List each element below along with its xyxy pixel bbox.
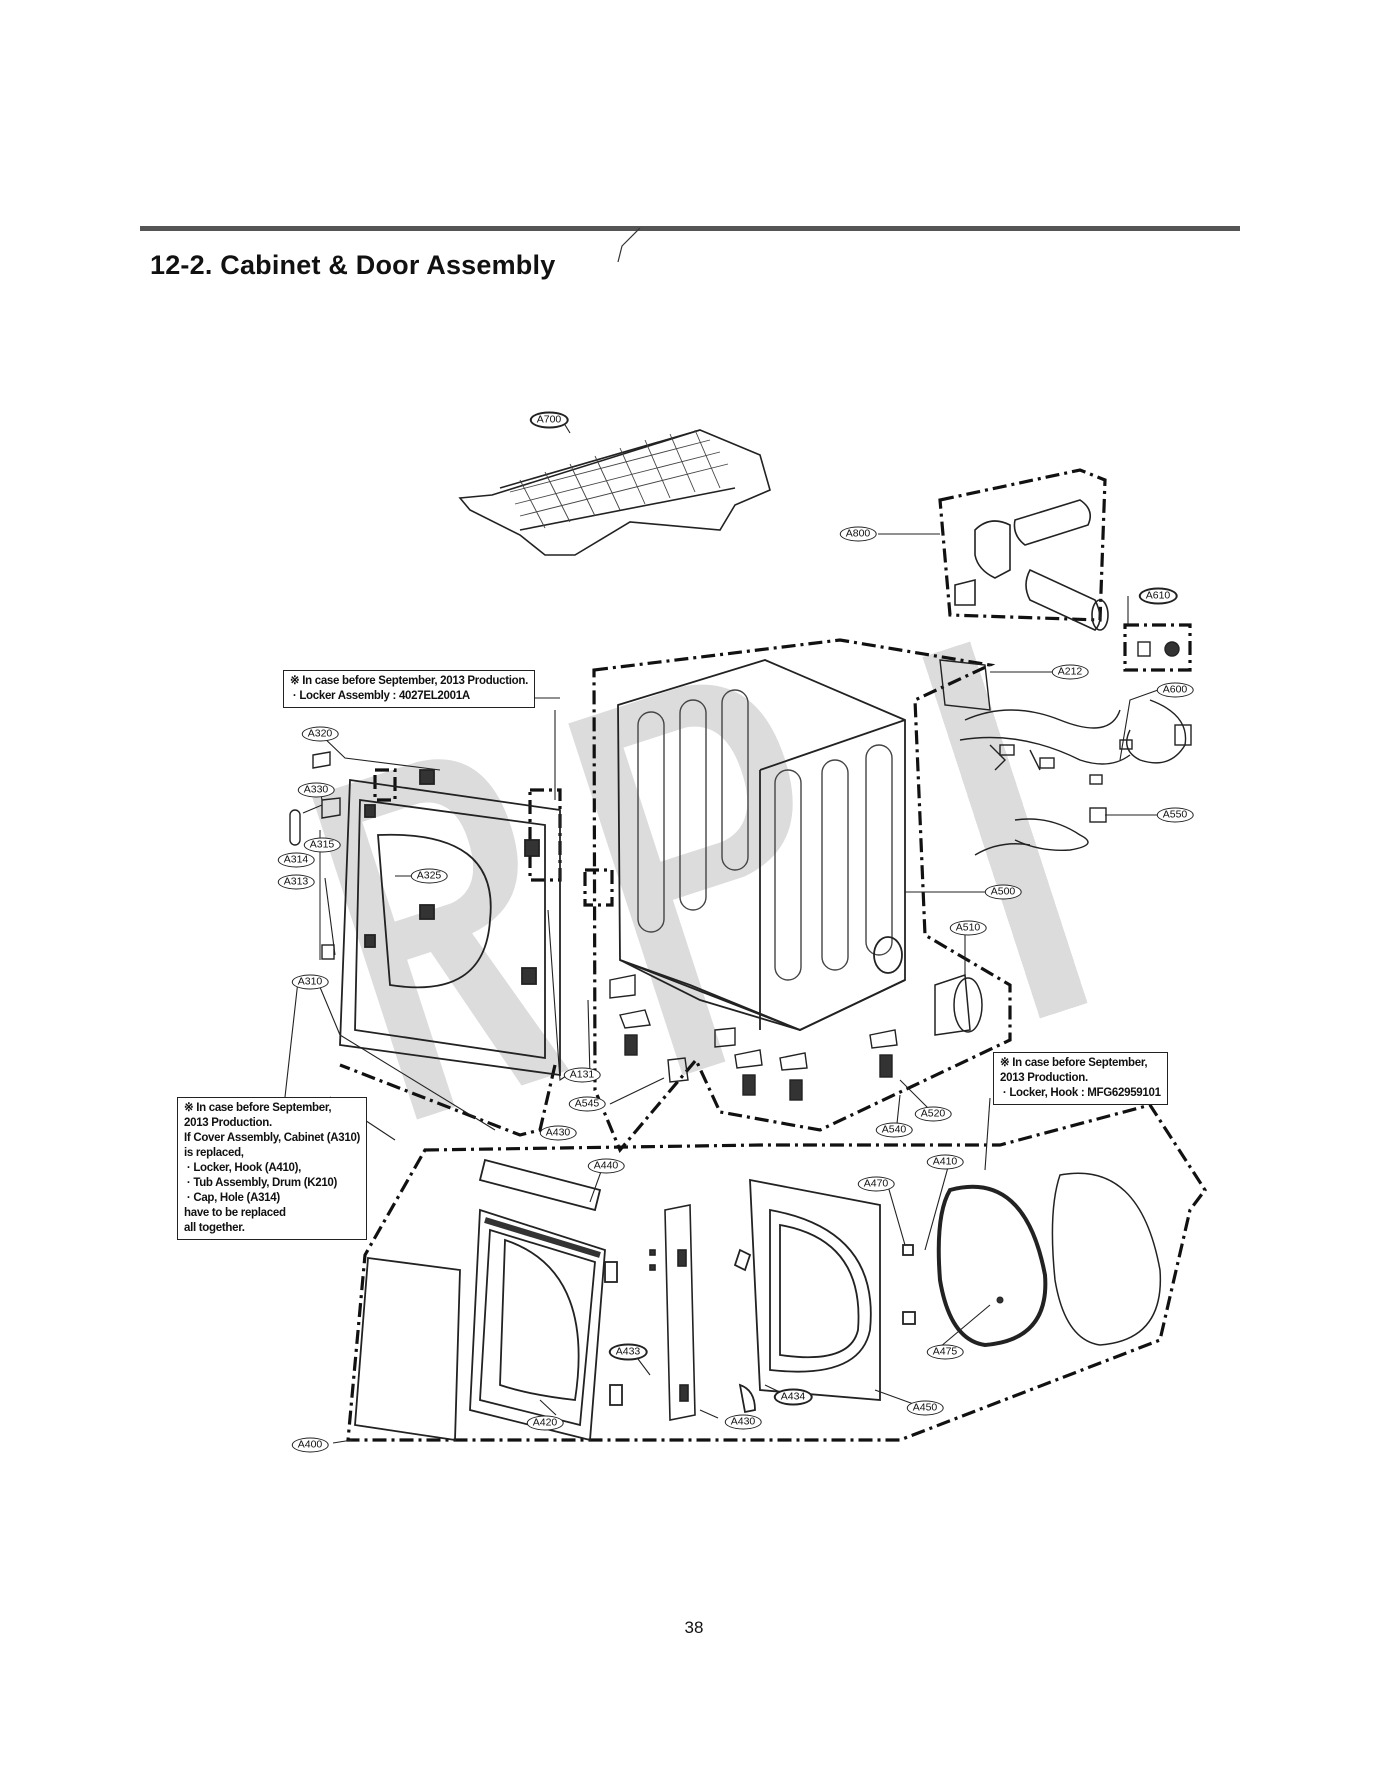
top-cover-part: [458, 429, 771, 556]
a325-group-outline: [373, 768, 397, 802]
wire-harness-parts: [939, 659, 1192, 856]
note-locker-assembly: ※ In case before September, 2013 Product…: [283, 670, 536, 708]
callout-a430-bottom: A430: [724, 1414, 762, 1430]
duct-group-outline: [938, 468, 1107, 622]
front-panel-lower-outline: [339, 1063, 557, 1137]
callout-a510: A510: [949, 920, 987, 936]
callout-a800: A800: [839, 526, 877, 542]
callout-a320: A320: [301, 726, 339, 742]
callout-a433: A433: [608, 1343, 648, 1361]
callout-a545: A545: [568, 1096, 606, 1112]
callout-a550: A550: [1156, 807, 1194, 823]
door-gasket-part: [936, 1172, 1162, 1348]
front-panel-small-parts: [289, 751, 341, 960]
page-title: 12-2. Cabinet & Door Assembly: [150, 250, 556, 280]
callout-a434: A434: [773, 1388, 813, 1406]
callout-a440: A440: [587, 1158, 625, 1174]
cabinet-group-outline: [592, 638, 1012, 1154]
callout-a700: A700: [529, 411, 569, 429]
callout-a420: A420: [526, 1415, 564, 1431]
callout-a520: A520: [914, 1106, 952, 1122]
callout-a310: A310: [291, 974, 329, 990]
callout-a325: A325: [410, 868, 448, 884]
callout-a450: A450: [906, 1400, 944, 1416]
callout-a610: A610: [1138, 587, 1178, 605]
cabinet-body-part: [617, 659, 906, 1031]
door-front-parts: [354, 1158, 623, 1442]
a131-group-outline: [583, 868, 614, 907]
a610-parts: [1137, 641, 1180, 657]
callout-a212: A212: [1051, 664, 1089, 680]
header-rule: [140, 226, 1240, 231]
note-locker-hook: ※ In case before September, 2013 Product…: [993, 1052, 1168, 1105]
callout-a500: A500: [984, 884, 1022, 900]
callout-a131: A131: [563, 1067, 601, 1083]
callout-a475: A475: [926, 1344, 964, 1360]
leveling-feet-parts: [609, 974, 898, 1101]
door-group-outline: [346, 1103, 1207, 1442]
callout-a330: A330: [297, 782, 335, 798]
callout-a540: A540: [875, 1122, 913, 1138]
inner-door-part: [733, 1178, 916, 1414]
callout-a410: A410: [926, 1154, 964, 1170]
callout-a314: A314: [277, 852, 315, 868]
page-number: 38: [684, 1618, 704, 1637]
callout-a315: A315: [303, 837, 341, 853]
callout-a470: A470: [857, 1176, 895, 1192]
callout-a313: A313: [277, 874, 315, 890]
hinge-strip-part: [649, 1204, 696, 1421]
duct-parts: [954, 499, 1109, 631]
a610-group-outline: [1123, 623, 1192, 672]
exhaust-pipe-part: [934, 973, 983, 1036]
callout-a400: A400: [291, 1437, 329, 1453]
callout-a600: A600: [1156, 682, 1194, 698]
callout-a430-top: A430: [539, 1125, 577, 1141]
note-cover-assembly: ※ In case before September, 2013 Product…: [177, 1097, 368, 1240]
